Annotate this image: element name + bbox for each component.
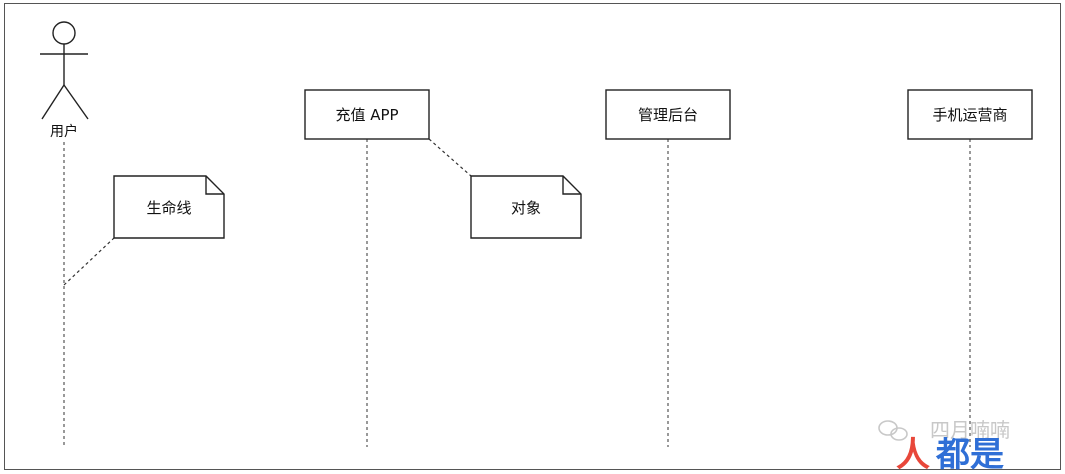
object-note-connector [428, 138, 472, 177]
carrier-object-label: 手机运营商 [932, 106, 1007, 124]
carrier-object-box: 手机运营商 [907, 89, 1033, 140]
stick-figure-icon [40, 21, 89, 120]
lifeline-note-connector [63, 237, 115, 286]
watermark-brand-left: 人 [896, 435, 930, 474]
user-actor-label: 用户 [50, 123, 78, 140]
object-note-label: 对象 [511, 199, 541, 217]
watermark-wechat-text: 四月喃喃 [930, 418, 1010, 442]
lifeline-note-label: 生命线 [146, 199, 191, 217]
watermark-brand-right: 都是 [935, 435, 1004, 474]
app-object-label: 充值 APP [335, 106, 398, 124]
watermark: 四月喃喃 人 都是 [878, 418, 1010, 474]
lifeline-note: 生命线 [113, 175, 225, 239]
admin-object-box: 管理后台 [605, 89, 731, 140]
wechat-icon [878, 420, 908, 441]
admin-object-label: 管理后台 [638, 106, 698, 124]
app-object-box: 充值 APP [304, 89, 430, 140]
user-actor: 用户 [40, 21, 89, 140]
object-note: 对象 [470, 175, 582, 239]
